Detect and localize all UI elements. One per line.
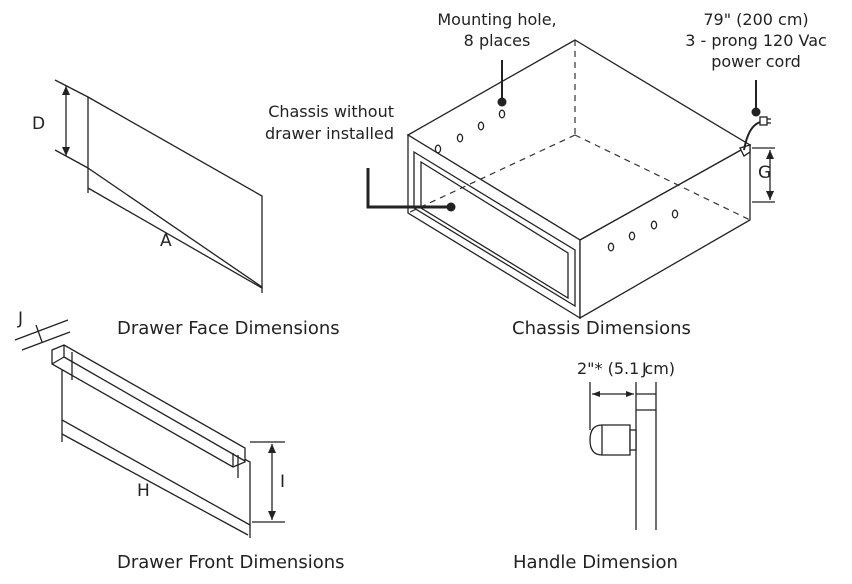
power-cord-leader-dot — [751, 107, 761, 117]
handle-panel-outline — [636, 409, 657, 530]
dim-d-arrow-top — [62, 86, 70, 95]
power-cord-label-2: 3 - prong 120 Vac — [685, 31, 827, 50]
power-cord — [743, 119, 767, 151]
mounting-hole-6 — [628, 231, 636, 241]
dim-j-ext-1 — [14, 319, 69, 341]
without-drawer-leader — [366, 168, 450, 209]
handle-grip — [589, 424, 631, 456]
label-h: H — [137, 481, 150, 501]
mounting-hole-label-1: Mounting hole, — [437, 10, 556, 29]
without-drawer-label-1: Chassis without — [268, 102, 394, 121]
dim-g-arrow-top — [766, 150, 774, 159]
dim-g-arrow-bottom — [766, 191, 774, 200]
handle-label-j: J — [641, 359, 647, 378]
mounting-hole-4 — [498, 109, 506, 119]
mounting-hole-3 — [477, 121, 485, 131]
drawer-front-caption: Drawer Front Dimensions — [117, 552, 345, 573]
mounting-hole-leader-dot — [497, 97, 507, 107]
drawer-face-figure: D A Drawer Face Dimensions — [32, 79, 340, 339]
label-d: D — [32, 114, 45, 134]
drawer-face-panel — [87, 95, 263, 289]
label-i: I — [280, 472, 285, 492]
drawer-face-caption: Drawer Face Dimensions — [117, 318, 340, 339]
dim-j-line — [35, 324, 43, 343]
mounting-hole-2 — [456, 133, 464, 143]
power-plug-icon — [759, 116, 768, 126]
power-cord-label-3: power cord — [711, 52, 801, 71]
dim-i-arrow-top — [268, 444, 276, 453]
dim-j-ext-2 — [21, 331, 71, 351]
chassis-figure: Mounting hole, 8 places 79" (200 cm) 3 -… — [265, 10, 827, 339]
drawer-front-figure: J H I Drawer Front Dimensions — [14, 309, 345, 573]
handle-caption: Handle Dimension — [513, 552, 678, 573]
drawer-front-label-j: J — [17, 309, 23, 329]
handle-standoff — [629, 429, 637, 451]
dim-d-ext-top — [54, 79, 89, 98]
handle-depth-arrow-right — [626, 391, 634, 397]
chassis-opening-outer — [413, 150, 576, 308]
without-drawer-label-2: drawer installed — [265, 124, 394, 143]
mounting-hole-8 — [671, 209, 679, 219]
chassis-caption: Chassis Dimensions — [512, 318, 691, 339]
label-g: G — [758, 163, 771, 183]
label-a: A — [160, 231, 172, 251]
dim-i-arrow-bottom — [268, 511, 276, 520]
cord-notch — [739, 144, 751, 157]
mounting-hole-label-2: 8 places — [464, 31, 531, 50]
mounting-hole-1 — [434, 144, 442, 154]
mounting-hole-5 — [607, 242, 615, 252]
dim-d-ext-bottom — [54, 149, 89, 169]
handle-depth-arrow-left — [592, 391, 600, 397]
chassis-side — [579, 143, 751, 320]
without-drawer-leader-dot — [446, 202, 456, 212]
handle-depth-label: 2"* (5.1 cm) — [577, 359, 675, 378]
dim-d-arrow-bottom — [62, 147, 70, 156]
power-cord-label-1: 79" (200 cm) — [703, 10, 808, 29]
chassis-opening-inner — [420, 160, 569, 300]
drawer-handle-edge-2 — [63, 356, 246, 462]
handle-figure: 2"* (5.1 cm) J Handle Dimension — [513, 359, 678, 573]
mounting-hole-7 — [650, 220, 658, 230]
drawer-handle-end-left — [51, 356, 65, 365]
dim-a-line — [87, 187, 263, 289]
hidden-edge-left — [407, 134, 576, 214]
dim-h-line — [61, 433, 249, 536]
